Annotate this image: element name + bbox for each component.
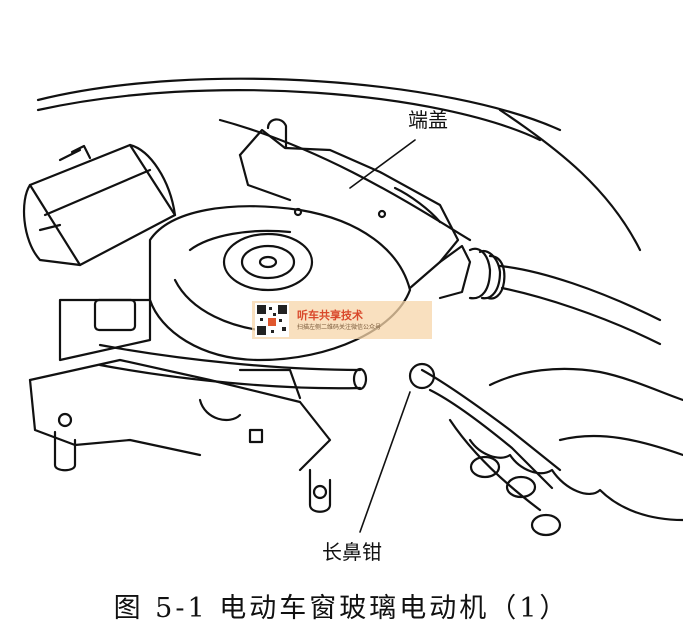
leader-line-end-cap (349, 139, 416, 189)
gear-housing (148, 205, 412, 362)
cable-boot (438, 244, 662, 346)
rod (98, 343, 368, 391)
watermark-title: 听车共享技术 (297, 308, 363, 322)
figure-caption: 图 5-1 电动车窗玻璃电动机（1） (113, 593, 570, 624)
mounting-bracket (28, 298, 332, 513)
label-end-cap: 端盖 (408, 108, 448, 132)
hand (468, 367, 683, 537)
leader-line-pliers (359, 391, 411, 533)
door-panel-arcs (36, 77, 642, 252)
window-motor-line-drawing (22, 77, 683, 537)
qr-code-icon (255, 303, 289, 337)
watermark-badge: 听车共享技术 扫描左侧二维码关注微信公众号 (252, 301, 432, 339)
motor-housing (22, 143, 177, 267)
end-cap (238, 118, 460, 290)
watermark-subtitle: 扫描左侧二维码关注微信公众号 (297, 323, 382, 331)
long-nose-pliers (408, 362, 562, 512)
label-long-nose-pliers: 长鼻钳 (322, 540, 382, 564)
